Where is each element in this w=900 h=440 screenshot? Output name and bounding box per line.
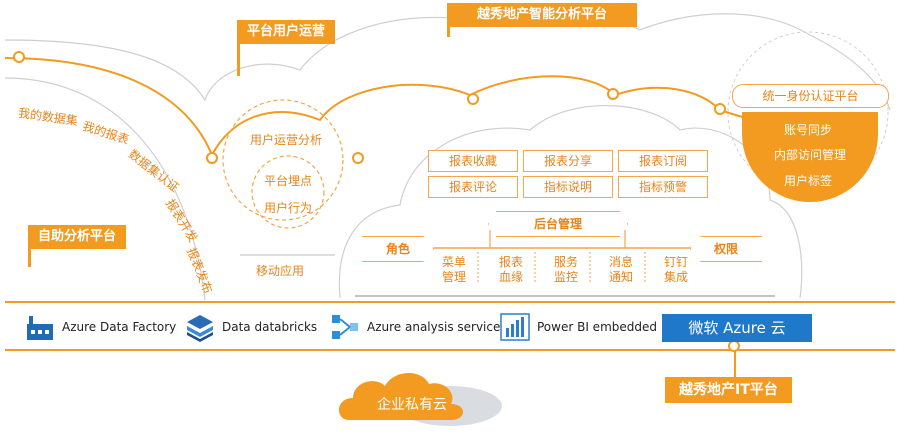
report-share: 报表分享 <box>523 150 613 172</box>
report-comment: 报表评论 <box>428 176 518 198</box>
identity-item: 内部访问管理 <box>774 148 847 162</box>
layers-icon <box>187 315 213 342</box>
factory-icon <box>27 316 53 340</box>
connector-dot <box>467 93 479 105</box>
admin-title: 后台管理 <box>488 211 628 237</box>
identity-item: 账号同步 <box>784 123 833 137</box>
tech-label: Azure Data Factory <box>62 320 177 334</box>
tech-item-analysis: Azure analysis service <box>330 312 500 342</box>
tech-label: Power BI embedded <box>537 320 657 334</box>
tag-tail <box>28 249 31 267</box>
private-cloud-label: 企业私有云 <box>377 397 447 413</box>
admin-function: 钉钉 集成 <box>663 255 688 284</box>
permission-label: 权限 <box>690 236 762 262</box>
metric-description: 指标说明 <box>523 176 613 198</box>
admin-function: 菜单 管理 <box>441 255 466 284</box>
smart-analysis-platform-tag: 越秀地产智能分析平台 <box>447 3 638 27</box>
tech-item-databricks: Data databricks <box>185 312 317 342</box>
user-ops-item: 平台埋点 <box>264 174 313 188</box>
tag-tail <box>447 27 450 37</box>
tech-item-adf: Azure Data Factory <box>25 312 176 342</box>
role-label: 角色 <box>362 236 434 262</box>
azure-cloud-box: 微软 Azure 云 <box>662 314 812 342</box>
admin-function: 消息 通知 <box>608 255 633 284</box>
platform-user-ops-tag: 平台用户运营 <box>237 20 336 44</box>
private-cloud-icon <box>338 372 502 426</box>
connector-dot <box>13 51 25 63</box>
powerbi-icon <box>500 313 530 341</box>
report-favorite: 报表收藏 <box>428 150 518 172</box>
admin-function: 服务 监控 <box>553 255 578 284</box>
tech-item-powerbi: Power BI embedded <box>500 312 657 342</box>
analysis-icon <box>332 315 358 339</box>
self-service-platform-tag: 自助分析平台 <box>28 225 127 249</box>
it-platform-tag: 越秀地产IT平台 <box>665 377 792 403</box>
tech-label: Data databricks <box>222 320 318 334</box>
tech-label: Azure analysis service <box>367 320 501 334</box>
user-ops-item: 用户行为 <box>264 201 313 215</box>
metric-alert: 指标预警 <box>618 176 708 198</box>
user-ops-analysis: 用户运营分析 <box>250 133 323 147</box>
tag-tail <box>237 44 240 76</box>
connector-dot <box>714 103 726 115</box>
admin-function: 报表 血缘 <box>498 255 523 284</box>
connector-dot <box>607 88 619 100</box>
report-subscribe: 报表订阅 <box>618 150 708 172</box>
connector-dot <box>206 152 218 164</box>
connector-dot <box>352 152 364 164</box>
mobile-app-label: 移动应用 <box>256 264 305 278</box>
identity-platform-title: 统一身份认证平台 <box>732 84 889 108</box>
identity-item: 用户标签 <box>784 174 833 188</box>
